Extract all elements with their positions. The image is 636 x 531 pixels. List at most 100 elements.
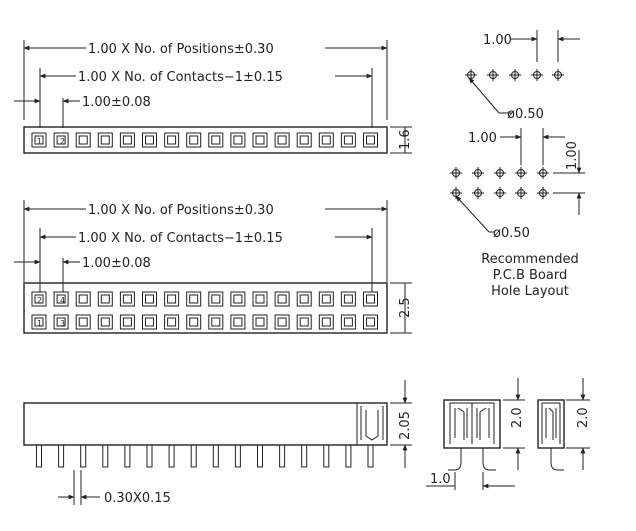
single-row-body bbox=[23, 126, 388, 154]
right-section-height: 2.0 bbox=[576, 407, 591, 428]
side-pin bbox=[279, 444, 286, 468]
pcb-hole bbox=[494, 187, 506, 199]
single-row-view: 1.00 X No. of Positions±0.30 1.00 X No. … bbox=[14, 40, 413, 154]
pcb-hole bbox=[509, 69, 521, 81]
single-contacts-dim: 1.00 X No. of Contacts−1±0.15 bbox=[78, 70, 283, 85]
double-row-top-hole bbox=[142, 291, 157, 307]
side-pin bbox=[80, 444, 87, 468]
pcb-caption-line2: P.C.B Board bbox=[493, 268, 567, 283]
pin-2-label: 2 bbox=[60, 137, 65, 146]
side-pin bbox=[323, 444, 330, 468]
single-row-hole bbox=[230, 132, 246, 148]
side-height-dim: 2.05 bbox=[398, 411, 413, 440]
side-pin bbox=[345, 444, 352, 468]
pcb-double-pitch: 1.00 bbox=[468, 131, 497, 146]
pcb-caption-line3: Hole Layout bbox=[491, 284, 569, 299]
side-pin bbox=[36, 444, 42, 468]
double-row-bottom-hole bbox=[75, 314, 91, 330]
single-row-hole bbox=[119, 132, 135, 148]
double-row-top-hole bbox=[75, 291, 91, 307]
side-pin bbox=[146, 444, 153, 468]
pcb-hole bbox=[487, 69, 499, 81]
pcb-hole bbox=[450, 187, 462, 199]
pcb-hole bbox=[494, 167, 506, 179]
double-row-top-hole bbox=[296, 291, 312, 307]
double-row-bottom-hole bbox=[296, 314, 312, 330]
pin-3-label: 3 bbox=[60, 319, 65, 328]
side-pin bbox=[234, 444, 241, 468]
single-row-hole bbox=[274, 132, 290, 148]
single-height-dim: 1.6 bbox=[398, 129, 413, 150]
pcb-hole bbox=[537, 187, 549, 199]
double-row-top-hole bbox=[340, 291, 356, 307]
single-row-hole bbox=[296, 132, 312, 148]
pcb-caption-line1: Recommended bbox=[481, 252, 579, 267]
double-row-bottom-hole bbox=[164, 314, 180, 330]
side-pin bbox=[367, 444, 374, 468]
side-pin bbox=[190, 444, 197, 468]
double-row-top-hole bbox=[119, 291, 135, 307]
single-row-hole bbox=[186, 132, 202, 148]
side-body bbox=[23, 402, 388, 446]
double-row-top-hole bbox=[186, 291, 202, 307]
double-row-bottom-hole bbox=[318, 314, 334, 330]
single-pitch-dim: 1.00±0.08 bbox=[82, 95, 151, 110]
pin-1-label: 1 bbox=[37, 137, 42, 146]
side-pin bbox=[102, 444, 109, 468]
side-view: 2.05 0.30X0.15 bbox=[23, 380, 413, 506]
pcb-hole bbox=[515, 167, 527, 179]
single-row-hole bbox=[31, 132, 47, 148]
single-row-hole bbox=[53, 132, 69, 148]
left-section-width: 1.0 bbox=[430, 472, 451, 487]
double-row-top-hole bbox=[318, 291, 334, 307]
pcb-hole bbox=[531, 69, 543, 81]
pcb-hole bbox=[515, 187, 527, 199]
single-row-hole bbox=[363, 132, 378, 148]
pcb-hole bbox=[537, 167, 549, 179]
single-row-hole bbox=[252, 132, 268, 148]
pcb-hole bbox=[472, 167, 484, 179]
double-row-top-hole bbox=[363, 291, 378, 307]
side-pin bbox=[124, 444, 131, 468]
side-pin bbox=[257, 444, 263, 468]
double-positions-dim: 1.00 X No. of Positions±0.30 bbox=[88, 203, 274, 218]
left-section-height: 2.0 bbox=[510, 407, 525, 428]
cross-section-single: 2.0 bbox=[537, 378, 591, 471]
pin-1-label: 1 bbox=[37, 319, 42, 328]
double-row-bottom-hole bbox=[363, 314, 378, 330]
double-row-bottom-hole bbox=[119, 314, 135, 330]
cross-section-double: 2.0 1.0 bbox=[426, 378, 525, 490]
double-row-bottom-hole bbox=[97, 314, 113, 330]
pin-2-label: 2 bbox=[37, 296, 42, 305]
single-row-hole bbox=[164, 132, 180, 148]
double-row-bottom-hole bbox=[31, 314, 47, 330]
side-pin bbox=[212, 444, 219, 468]
double-row-top-hole bbox=[274, 291, 290, 307]
double-row-bottom-hole bbox=[274, 314, 290, 330]
double-height-dim: 2.5 bbox=[398, 297, 413, 318]
single-row-hole bbox=[208, 132, 224, 148]
double-row-top-hole bbox=[252, 291, 268, 307]
double-row-top-hole bbox=[208, 291, 224, 307]
pin-size-dim: 0.30X0.15 bbox=[104, 491, 171, 506]
double-row-bottom-hole bbox=[340, 314, 356, 330]
double-row-body bbox=[23, 282, 388, 334]
double-row-bottom-hole bbox=[142, 314, 157, 330]
single-row-hole bbox=[75, 132, 91, 148]
pcb-hole bbox=[472, 187, 484, 199]
pin-4-label: 4 bbox=[60, 296, 65, 305]
single-row-hole bbox=[318, 132, 334, 148]
pcb-single-hole: ø0.50 bbox=[507, 107, 544, 122]
single-row-hole bbox=[142, 132, 157, 148]
double-row-top-hole bbox=[164, 291, 180, 307]
double-pitch-dim: 1.00±0.08 bbox=[82, 256, 151, 271]
single-positions-dim: 1.00 X No. of Positions±0.30 bbox=[88, 42, 274, 57]
double-contacts-dim: 1.00 X No. of Contacts−1±0.15 bbox=[78, 231, 283, 246]
pcb-hole bbox=[552, 69, 564, 81]
pcb-hole bbox=[465, 69, 477, 81]
double-row-bottom-hole bbox=[252, 314, 268, 330]
double-row-bottom-hole bbox=[53, 314, 69, 330]
side-pin bbox=[58, 444, 65, 468]
single-row-hole bbox=[340, 132, 356, 148]
